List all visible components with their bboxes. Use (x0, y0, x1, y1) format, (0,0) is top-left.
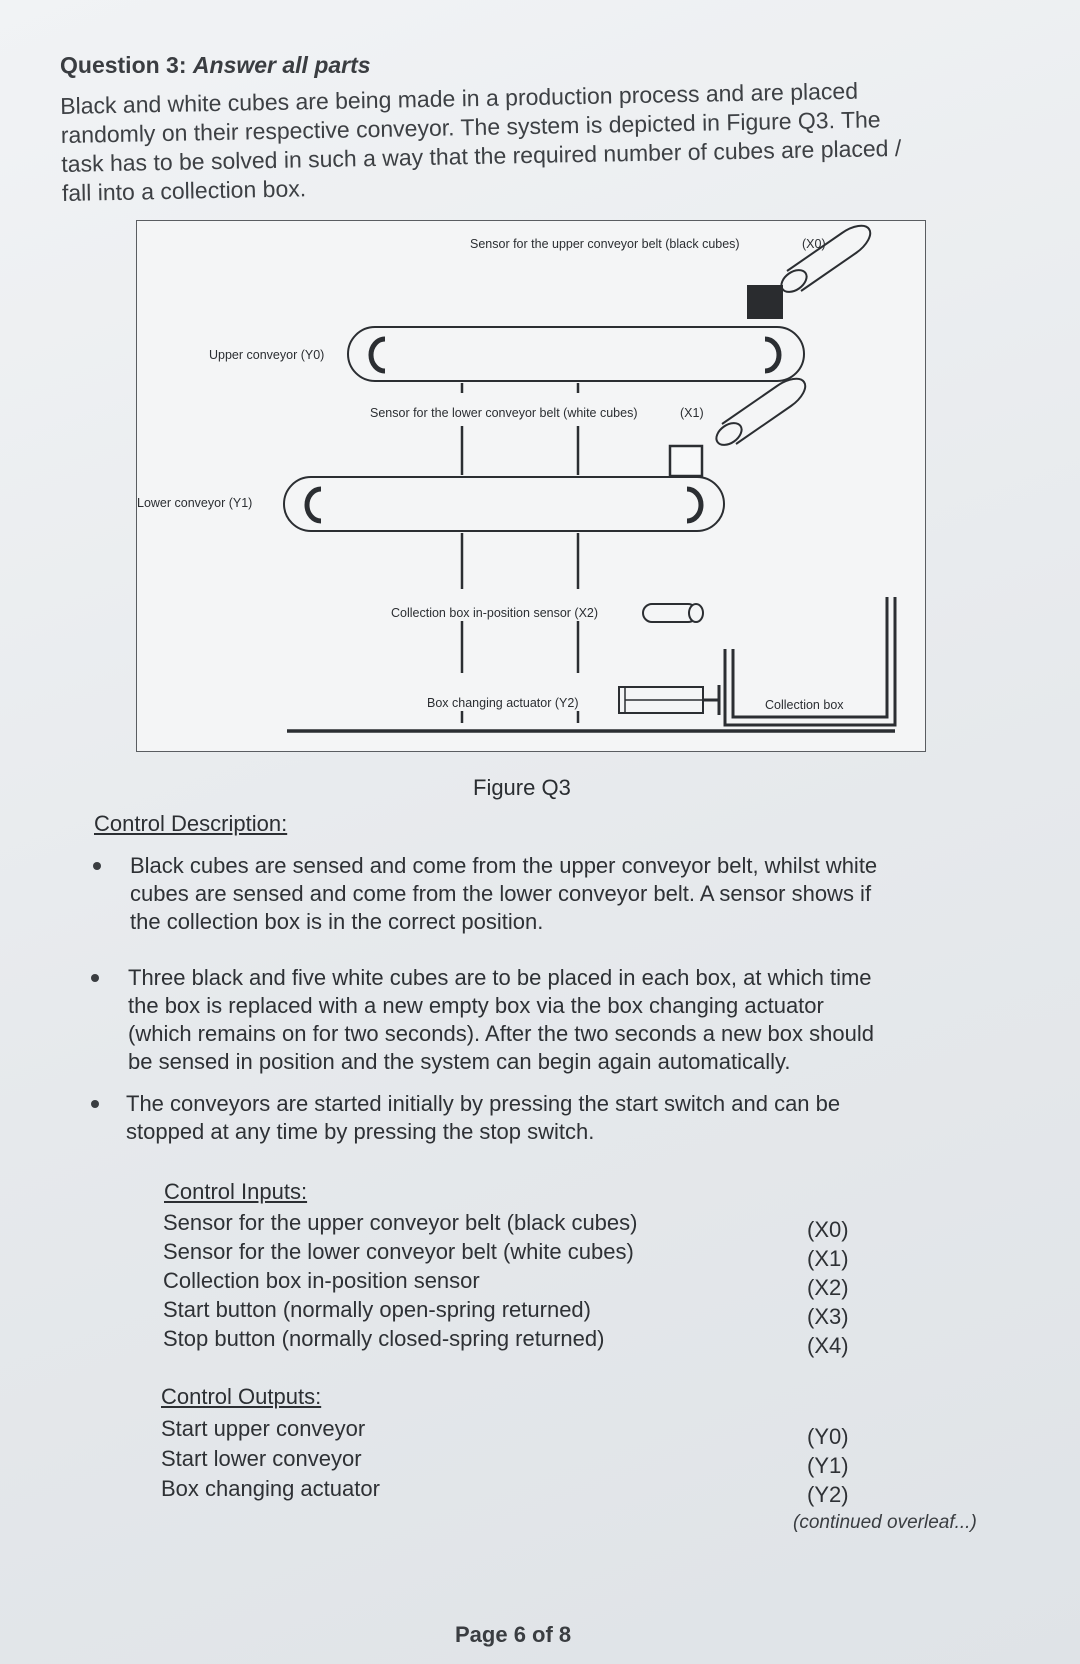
lower-conveyor-belt (283, 476, 725, 532)
bullet-line: the collection box is in the correct pos… (130, 909, 544, 934)
control-description-title: Control Description: (94, 811, 288, 836)
bullet-line: The conveyors are started initially by p… (126, 1091, 841, 1116)
input-code: (X3) (807, 1304, 849, 1329)
input-label: Start button (normally open-spring retur… (163, 1297, 591, 1322)
upper-conveyor-label: Upper conveyor (Y0) (209, 348, 324, 362)
bullet-line: Black cubes are sensed and come from the… (130, 853, 878, 878)
upper-conveyor-belt (347, 326, 805, 382)
box-sensor-label: Collection box in-position sensor (X2) (391, 606, 598, 620)
intro-paragraph: Black and white cubes are being made in … (60, 74, 992, 208)
lower-sensor-code: (X1) (680, 406, 704, 420)
upper-sensor-icon (780, 224, 872, 293)
bullet-line: cubes are sensed and come from the lower… (130, 881, 872, 906)
input-label: Collection box in-position sensor (163, 1268, 480, 1293)
upper-sensor-code: (X0) (802, 237, 826, 251)
lower-sensor-icon (715, 377, 807, 446)
output-code: (Y1) (807, 1453, 849, 1478)
chute-lines (460, 383, 580, 723)
lower-conveyor-label: Lower conveyor (Y1) (137, 496, 252, 510)
upper-sensor-label: Sensor for the upper conveyor belt (blac… (470, 237, 740, 251)
bullet-line: stopped at any time by pressing the stop… (126, 1119, 595, 1144)
figure-caption: Figure Q3 (473, 775, 571, 800)
question-instruction: Answer all parts (192, 52, 371, 78)
actuator-label: Box changing actuator (Y2) (427, 696, 578, 710)
bullet-marker (93, 862, 101, 870)
bullet-marker (91, 1100, 99, 1108)
conveyor-figure: Sensor for the upper conveyor belt (blac… (136, 220, 926, 752)
bullet-marker (91, 974, 99, 982)
collection-box (723, 597, 897, 727)
collection-box-label: Collection box (765, 698, 844, 712)
output-code: (Y2) (807, 1482, 849, 1507)
bullet-3: The conveyors are started initially by p… (126, 1090, 840, 1146)
control-outputs-title: Control Outputs: (161, 1384, 322, 1409)
output-code: (Y0) (807, 1424, 849, 1449)
black-cube (747, 285, 783, 319)
white-cube (668, 444, 704, 478)
input-code: (X1) (807, 1246, 849, 1271)
output-label: Box changing actuator (161, 1476, 380, 1501)
bullet-line: (which remains on for two seconds). Afte… (128, 1021, 874, 1046)
input-label: Stop button (normally closed-spring retu… (163, 1326, 605, 1351)
question-heading: Question 3: Answer all parts (60, 52, 371, 79)
input-code: (X2) (807, 1275, 849, 1300)
output-label: Start upper conveyor (161, 1416, 366, 1441)
continued-note: (continued overleaf...) (793, 1512, 977, 1533)
input-code: (X0) (807, 1217, 849, 1242)
input-label: Sensor for the lower conveyor belt (whit… (163, 1239, 634, 1264)
lower-sensor-label: Sensor for the lower conveyor belt (whit… (370, 406, 638, 420)
question-number: Question 3: (60, 52, 187, 78)
output-label: Start lower conveyor (161, 1446, 362, 1471)
input-code: (X4) (807, 1333, 849, 1358)
conveyor-diagram: Sensor for the upper conveyor belt (blac… (137, 224, 897, 733)
bullet-line: the box is replaced with a new empty box… (128, 993, 824, 1018)
bullet-1: Black cubes are sensed and come from the… (130, 852, 877, 936)
page-number: Page 6 of 8 (455, 1622, 572, 1647)
box-sensor-icon (642, 603, 704, 623)
bullet-2: Three black and five white cubes are to … (128, 964, 874, 1076)
bullet-line: Three black and five white cubes are to … (128, 965, 872, 990)
input-label: Sensor for the upper conveyor belt (blac… (163, 1210, 638, 1235)
bullet-line: be sensed in position and the system can… (128, 1049, 791, 1074)
control-inputs-title: Control Inputs: (164, 1179, 308, 1204)
actuator-icon (618, 685, 721, 715)
